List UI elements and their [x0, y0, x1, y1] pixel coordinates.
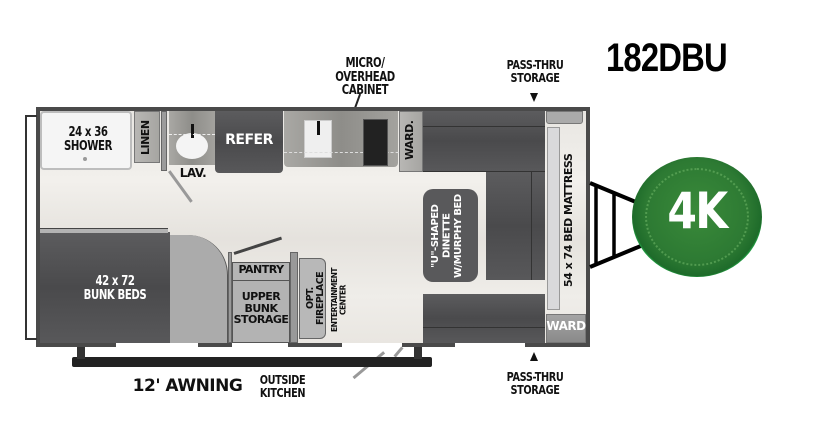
window-gap-2 [232, 343, 288, 347]
kitchen-faucet-icon [317, 121, 320, 135]
micro-overhead-label: MICRO/ OVERHEAD CABINET [335, 56, 395, 99]
arrow-down-icon [530, 93, 538, 102]
dinette-label: "U"-SHAPED DINETTE W/MURPHY BED [430, 194, 464, 278]
dinette-bench-bottom [423, 294, 545, 343]
ward-bottom-label: WARD [546, 319, 586, 333]
awning-label: 12' AWNING [132, 376, 243, 396]
4k-badge-ring [645, 168, 749, 266]
bath-bunk-divider [40, 228, 168, 233]
faucet-icon [191, 124, 194, 138]
murphy-bed-panel [547, 127, 560, 310]
bed-mattress-label: 54 x 74 BED MATTRESS [562, 153, 575, 287]
bunk-curve-step [170, 235, 228, 343]
4k-badge-text: 4K [667, 182, 728, 240]
rear-bumper-bottom [25, 338, 37, 340]
arrow-up-icon [530, 352, 538, 361]
rear-bumper-top [25, 115, 37, 117]
upper-bunk-storage [232, 281, 290, 343]
entry-door-2 [393, 346, 404, 358]
window-gap-1 [116, 343, 198, 347]
dinette-bench-side [486, 172, 545, 280]
counter-dashed-line [284, 152, 424, 153]
dinette-table [423, 189, 478, 282]
wardrobe-top [399, 111, 423, 172]
pantry-post-right [290, 252, 298, 343]
bunk-beds-label: 42 x 72 BUNK BEDS [83, 274, 147, 303]
rear-bumper [25, 115, 27, 340]
refrigerator [215, 111, 283, 173]
bench-side-line [531, 172, 532, 280]
awning-support-left [77, 347, 85, 359]
pantry [232, 262, 290, 281]
awning-support-right [414, 347, 422, 359]
opt-fireplace [299, 258, 326, 339]
model-name: 182DBU [606, 36, 728, 80]
bench-top-line [423, 126, 545, 127]
outside-kitchen-label: OUTSIDE KITCHEN [259, 372, 306, 401]
awning-bar [72, 357, 432, 367]
opt-fireplace-label: OPT. FIREPLACE [305, 271, 326, 326]
cooktop [363, 119, 388, 166]
window-gap-3 [455, 343, 525, 347]
linen-cabinet [134, 111, 160, 163]
pass-thru-top-label: PASS-THRU STORAGE [506, 57, 564, 86]
bench-bottom-line [423, 327, 545, 328]
kitchen-sink [304, 120, 332, 158]
front-top-cabinet [546, 111, 583, 124]
bath-wall [161, 111, 167, 171]
ward-top-label: WARD. [403, 120, 416, 161]
refer-label: REFER [225, 132, 273, 148]
shower-drain-icon [83, 157, 87, 161]
pass-thru-bottom-label: PASS-THRU STORAGE [506, 369, 564, 398]
upper-bunk-storage-label: UPPER BUNK STORAGE [233, 290, 289, 327]
pantry-label: PANTRY [238, 263, 284, 276]
dinette-bench-top [423, 111, 545, 172]
shower-label: 24 x 36 SHOWER [64, 125, 112, 154]
pantry-post-left [228, 252, 232, 343]
sink-divider-line [169, 134, 215, 135]
entry-door-gap [342, 343, 402, 347]
linen-label: LINEN [139, 120, 152, 156]
bunk-beds [40, 232, 170, 343]
lav-label: LAV. [179, 166, 207, 180]
entertainment-center-label: ENTERTAINMENT CENTER [330, 268, 348, 333]
wardrobe-bottom [546, 314, 586, 343]
